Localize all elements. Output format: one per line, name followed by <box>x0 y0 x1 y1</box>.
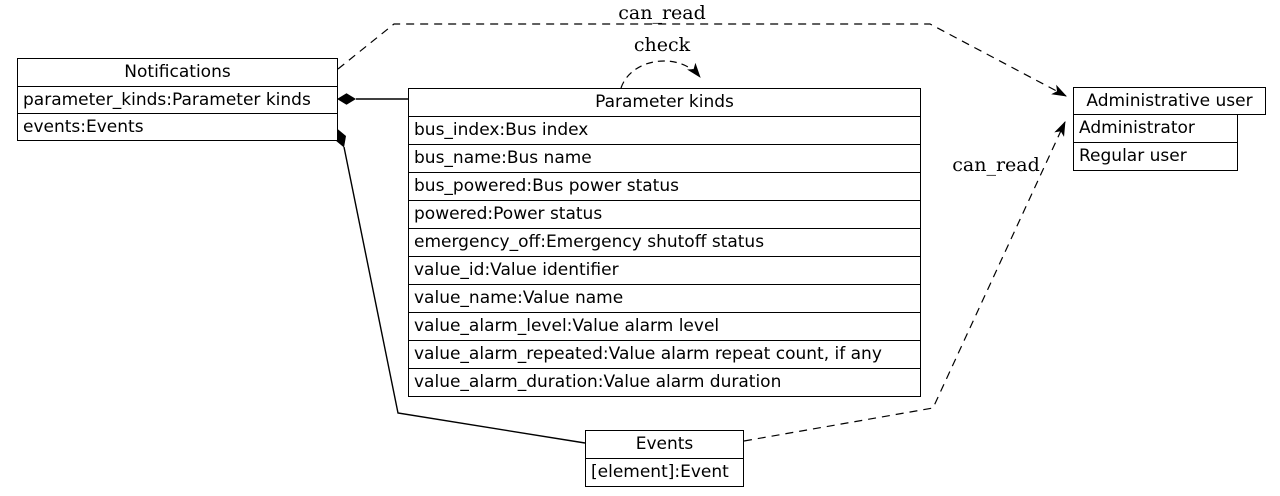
node-administrative-user-title: Administrative user <box>1073 87 1266 115</box>
node-parameter-kinds-row-value-alarm-level: value_alarm_level:Value alarm level <box>409 312 920 340</box>
node-events-row-element: [element]:Event <box>586 458 743 486</box>
edge-check-loop <box>620 60 701 89</box>
edge-can-read-bottom <box>743 121 1066 442</box>
node-events-title: Events <box>635 434 694 454</box>
node-parameter-kinds-row-bus-powered: bus_powered:Bus power status <box>409 172 920 200</box>
node-administrative-user-rows: Administrator Regular user <box>1073 114 1238 171</box>
node-parameter-kinds-title: Parameter kinds <box>595 92 734 112</box>
node-notifications-title: Notifications <box>124 62 231 82</box>
node-parameter-kinds-row-powered: powered:Power status <box>409 200 920 228</box>
node-parameter-kinds-row-value-alarm-repeated: value_alarm_repeated:Value alarm repeat … <box>409 340 920 368</box>
node-parameter-kinds-row-value-id: value_id:Value identifier <box>409 256 920 284</box>
edge-label-can-read-bottom: can_read <box>952 154 1040 176</box>
node-parameter-kinds-row-emergency-off: emergency_off:Emergency shutoff status <box>409 228 920 256</box>
node-notifications: Notifications parameter_kinds:Parameter … <box>17 58 338 141</box>
node-parameter-kinds-row-value-name: value_name:Value name <box>409 284 920 312</box>
edge-can-read-top <box>337 23 1067 97</box>
node-parameter-kinds: Parameter kinds bus_index:Bus index bus_… <box>408 88 921 397</box>
composition-diamond-parameter-kinds <box>337 93 356 105</box>
node-events: Events [element]:Event <box>585 430 744 487</box>
node-notifications-row-events: events:Events <box>18 113 337 140</box>
node-administrative-user-row-regular-user: Regular user <box>1074 142 1237 170</box>
edge-label-check: check <box>633 34 691 56</box>
node-notifications-row-parameter-kinds: parameter_kinds:Parameter kinds <box>18 86 337 113</box>
node-parameter-kinds-row-value-alarm-duration: value_alarm_duration:Value alarm duratio… <box>409 368 920 396</box>
node-parameter-kinds-row-bus-name: bus_name:Bus name <box>409 144 920 172</box>
edge-composition-events <box>343 146 586 444</box>
edge-label-can-read-top: can_read <box>618 2 706 24</box>
node-parameter-kinds-row-bus-index: bus_index:Bus index <box>409 116 920 144</box>
node-administrative-user-row-administrator: Administrator <box>1079 118 1195 138</box>
